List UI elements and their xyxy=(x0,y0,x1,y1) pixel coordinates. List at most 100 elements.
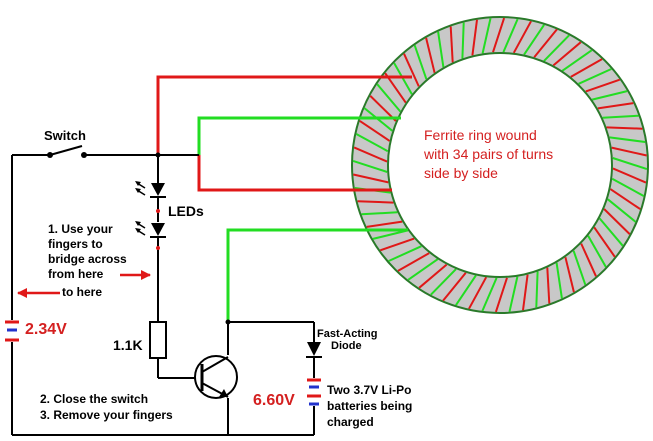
winding-turn xyxy=(570,58,603,78)
winding-turn xyxy=(430,268,457,296)
winding-turn xyxy=(481,18,492,54)
winding-turn xyxy=(612,167,647,184)
winding-turn xyxy=(611,146,647,157)
winding-turn xyxy=(533,28,558,58)
winding-turn xyxy=(425,37,436,74)
switch-contact-left xyxy=(47,152,53,158)
winding-turn xyxy=(523,24,545,56)
led-2 xyxy=(135,221,166,238)
transistor xyxy=(194,355,238,399)
bridge-point-top xyxy=(156,209,160,213)
winding-turn xyxy=(372,229,409,240)
winding-turn xyxy=(561,49,593,72)
instruction-3: 3. Remove your fingers xyxy=(40,408,173,422)
winding-turn xyxy=(522,274,529,311)
ring-note-line-2: with 34 pairs of turns xyxy=(424,146,554,162)
winding-turn xyxy=(481,277,498,312)
winding-turn xyxy=(353,146,388,163)
diode-symbol xyxy=(306,342,322,358)
winding-turn xyxy=(543,34,570,62)
winding-turn xyxy=(355,133,389,153)
ring-inner xyxy=(387,52,613,278)
winding-turn xyxy=(442,272,467,302)
winding-turn xyxy=(471,19,478,56)
red-lead-top xyxy=(156,75,412,155)
junction-collector xyxy=(225,319,231,325)
winding-turn xyxy=(366,220,403,228)
winding-turn xyxy=(555,262,563,299)
switch-label: Switch xyxy=(44,128,86,143)
winding-turn xyxy=(546,267,551,304)
winding-turn xyxy=(609,136,646,143)
winding-turn xyxy=(413,44,428,80)
winding-turn xyxy=(461,22,465,59)
battery-left-voltage: 2.34V xyxy=(25,321,67,338)
ring-note-line-1: Ferrite ring wound xyxy=(424,127,537,143)
winding-turn xyxy=(609,188,641,210)
winding-turn xyxy=(602,114,639,119)
green-winding-leads xyxy=(197,116,408,322)
resistor-label: 1.1K xyxy=(113,337,143,353)
switch-contact-right xyxy=(81,152,87,158)
winding-turn xyxy=(587,235,607,268)
battery-left xyxy=(5,320,19,342)
instruction-2: 2. Close the switch xyxy=(40,392,149,406)
winding-turn xyxy=(361,211,398,216)
instruction-1-line-3: bridge across xyxy=(48,252,127,266)
winding-turn xyxy=(598,217,624,247)
winding-turn xyxy=(593,226,616,258)
winding-turn xyxy=(607,198,637,223)
winding-turn xyxy=(397,252,430,272)
winding-turn xyxy=(564,256,575,293)
winding-turn xyxy=(585,78,621,93)
winding-turn xyxy=(580,243,597,277)
circuit-wires xyxy=(11,145,315,436)
battery-right-desc-line-3: charged xyxy=(327,415,374,429)
winding-turn xyxy=(388,245,422,262)
red-winding-leads xyxy=(156,75,412,192)
winding-turn xyxy=(352,159,388,173)
switch-blade xyxy=(49,145,83,156)
winding-turn xyxy=(407,258,439,281)
winding-turn xyxy=(572,250,587,286)
winding-turn xyxy=(494,277,508,313)
leds-label: LEDs xyxy=(168,203,204,219)
winding-turn xyxy=(535,271,539,308)
green-lead-bottom xyxy=(226,228,408,322)
winding-turn xyxy=(403,53,420,87)
winding-turn xyxy=(611,177,645,197)
winding-turn xyxy=(512,20,532,54)
winding-turn xyxy=(393,62,413,95)
battery-right-desc-line-1: Two 3.7V Li-Po xyxy=(327,383,412,397)
battery-right xyxy=(307,378,321,406)
battery-right-desc-line-2: batteries being xyxy=(327,399,413,413)
instruction-1-line-1: 1. Use your xyxy=(48,222,113,236)
winding-turn xyxy=(353,173,389,184)
winding-turn xyxy=(591,90,628,101)
ferrite-ring xyxy=(351,16,649,314)
winding-turn xyxy=(455,274,477,306)
ring-windings xyxy=(352,17,648,313)
instruction-1-line-4: from here xyxy=(48,267,104,281)
winding-turn xyxy=(468,276,488,310)
winding-turn xyxy=(357,200,394,204)
winding-turn xyxy=(606,126,643,130)
junction-led xyxy=(155,152,161,158)
winding-turn xyxy=(449,26,454,63)
winding-turn xyxy=(552,41,582,67)
winding-turn xyxy=(379,237,415,252)
winding-turn xyxy=(508,276,519,312)
winding-turn xyxy=(492,17,506,53)
winding-turn xyxy=(359,120,391,142)
diode-label-line-2: Diode xyxy=(331,340,362,352)
battery-right-voltage: 6.60V xyxy=(253,392,295,409)
red-lead-bottom xyxy=(197,155,392,192)
winding-turn xyxy=(597,102,634,110)
bridge-point-bottom xyxy=(156,246,160,250)
instruction-1-line-2: fingers to xyxy=(48,237,103,251)
winding-turn xyxy=(376,83,402,113)
led-1 xyxy=(135,181,166,198)
winding-turn xyxy=(502,18,519,53)
winding-turn xyxy=(437,31,445,68)
